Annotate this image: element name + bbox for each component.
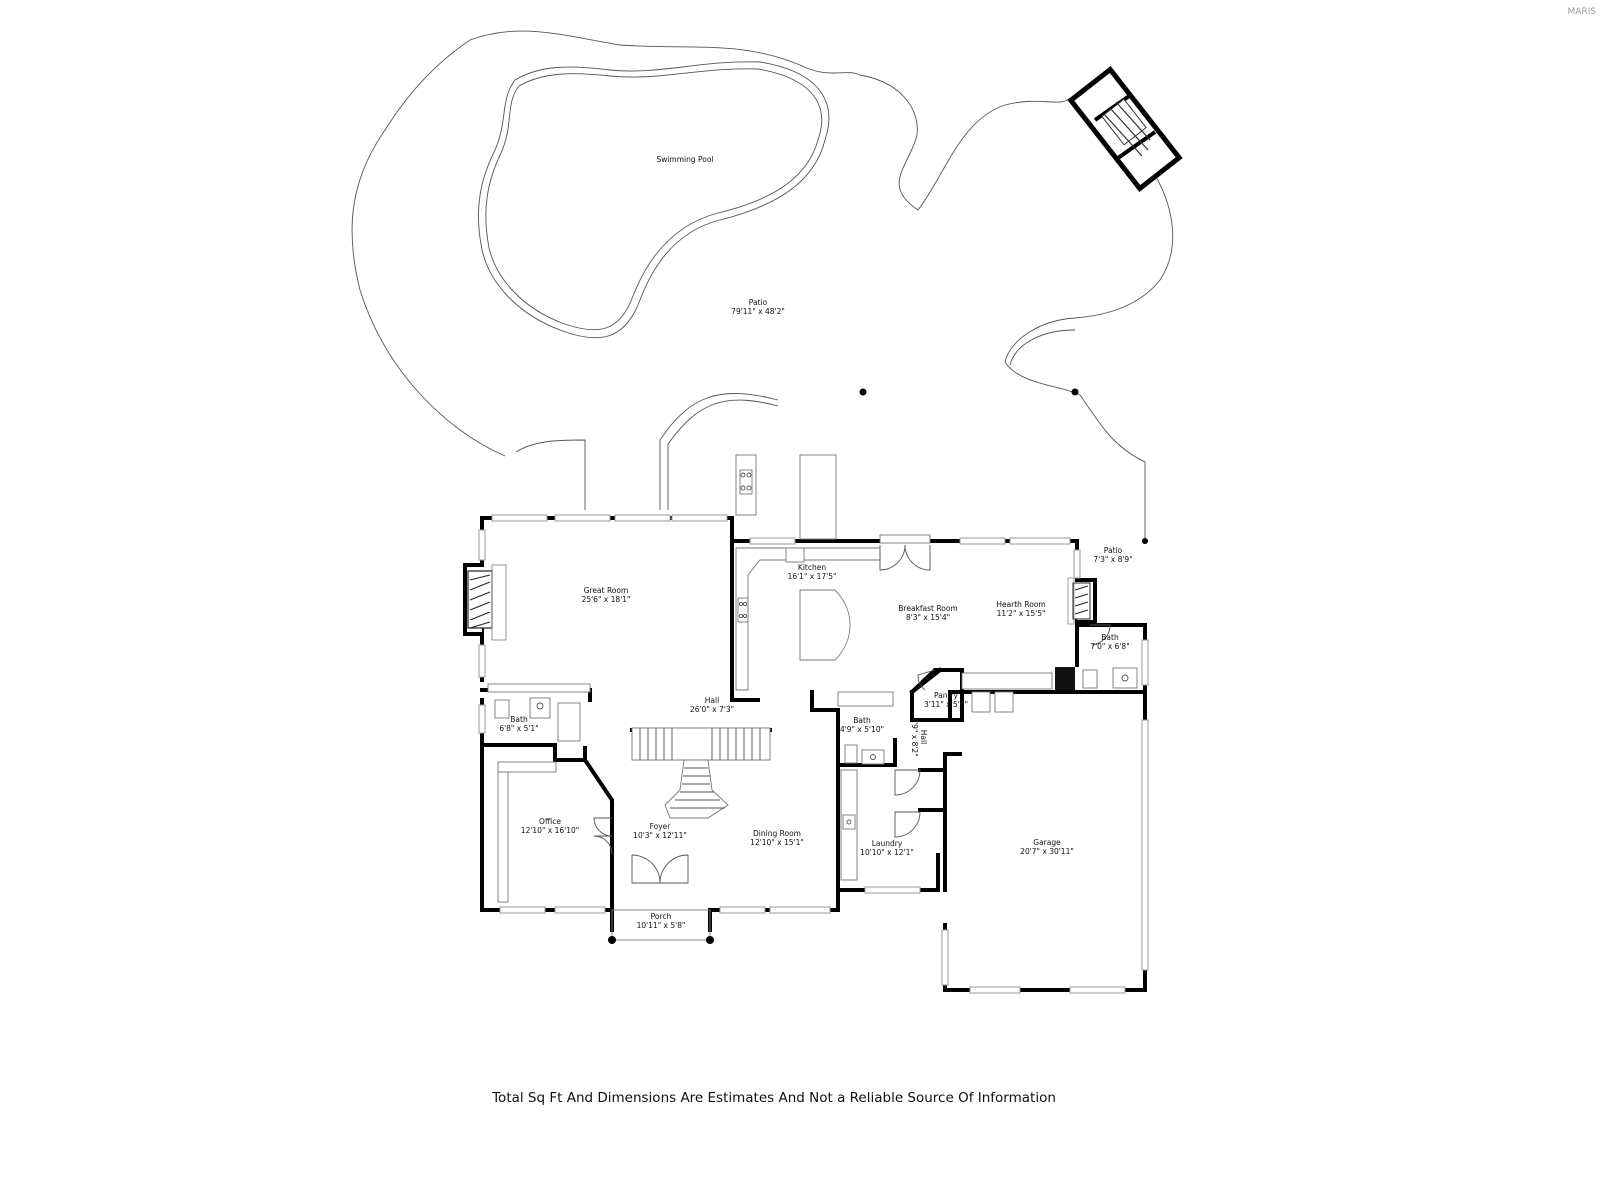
label-office: Office (539, 817, 561, 826)
windows (478, 514, 1149, 994)
dim-breakfast-room: 8'3" x 15'4" (906, 613, 950, 622)
kitchen-counters (735, 534, 931, 691)
bath-right-fixtures (1082, 667, 1138, 689)
dim-pantry: 3'11" x 5'0" (924, 700, 968, 709)
dim-laundry: 10'10" x 12'1" (860, 848, 914, 857)
dim-office: 12'10" x 16'10" (521, 826, 579, 835)
label-patio-small: Patio (1104, 546, 1123, 555)
patio-post (859, 388, 867, 396)
label-bath-mid: Bath (853, 716, 871, 725)
room-labels: Swimming Pool Patio 79'11" x 48'2" Great… (499, 155, 1132, 930)
wall-great-room (480, 516, 734, 694)
dim-hearth-room: 11'2" x 15'5" (997, 609, 1046, 618)
dim-patio: 79'11" x 48'2" (731, 307, 785, 316)
label-kitchen: Kitchen (798, 563, 826, 572)
dim-foyer: 10'3" x 12'11" (633, 831, 687, 840)
dim-hall: 26'0" x 7'3" (690, 705, 734, 714)
label-hall: Hall (705, 696, 719, 705)
label-foyer: Foyer (650, 822, 672, 831)
label-hearth-room: Hearth Room (996, 600, 1045, 609)
dim-bath-left: 6'8" x 5'1" (499, 724, 538, 733)
breakfast-doors (879, 544, 931, 571)
label-laundry: Laundry (872, 839, 903, 848)
dim-hall-small: 5'9" x 8'2" (910, 717, 919, 756)
patio-outline (351, 30, 1174, 540)
bath-left-fixtures (487, 683, 591, 742)
label-patio: Patio (749, 298, 768, 307)
fireplace-great-room (463, 563, 507, 641)
label-hall-small: Hall (919, 730, 928, 744)
outdoor-counter (735, 454, 837, 540)
label-dining-room: Dining Room (753, 829, 801, 838)
dim-kitchen: 16'1" x 17'5" (788, 572, 837, 581)
disclaimer-text: Total Sq Ft And Dimensions Are Estimates… (491, 1090, 1056, 1106)
grill-structure (1067, 65, 1183, 193)
laundry-fixtures (840, 769, 921, 881)
patio-inner-left (515, 439, 586, 510)
label-porch: Porch (651, 912, 672, 921)
patio-post (1142, 538, 1148, 544)
fireplace-hearth-room (1067, 577, 1097, 625)
dim-porch: 10'11" x 5'8" (637, 921, 686, 930)
column (1055, 667, 1075, 691)
label-bath-left: Bath (510, 715, 528, 724)
label-great-room: Great Room (584, 586, 629, 595)
dim-dining-room: 12'10" x 15'1" (750, 838, 804, 847)
front-doors (631, 854, 689, 884)
label-swimming-pool: Swimming Pool (656, 155, 713, 164)
office-desk (497, 761, 557, 773)
patio-right-curve (1009, 329, 1076, 366)
label-pantry: Pantry (934, 691, 959, 700)
dim-bath-mid: 4'9" x 5'10" (840, 725, 884, 734)
dim-garage: 20'7" x 30'11" (1020, 847, 1074, 856)
bath-mid-fixtures (837, 691, 894, 765)
dim-bath-right: 7'0" x 6'8" (1090, 642, 1129, 651)
patio-post (1071, 388, 1079, 396)
label-breakfast-room: Breakfast Room (898, 604, 957, 613)
label-garage: Garage (1033, 838, 1061, 847)
label-bath-right: Bath (1101, 633, 1119, 642)
watermark: MARIS (1567, 7, 1596, 17)
office-doors (593, 817, 613, 855)
porch (611, 909, 711, 941)
staircase (631, 727, 771, 819)
pantry-walls (910, 668, 964, 722)
swimming-pool (478, 61, 830, 339)
patio-inner-steps (659, 393, 779, 510)
dim-patio-small: 7'3" x 8'9" (1093, 555, 1132, 564)
breakfast-counter (961, 672, 1053, 690)
dim-great-room: 25'6" x 18'1" (582, 595, 631, 604)
